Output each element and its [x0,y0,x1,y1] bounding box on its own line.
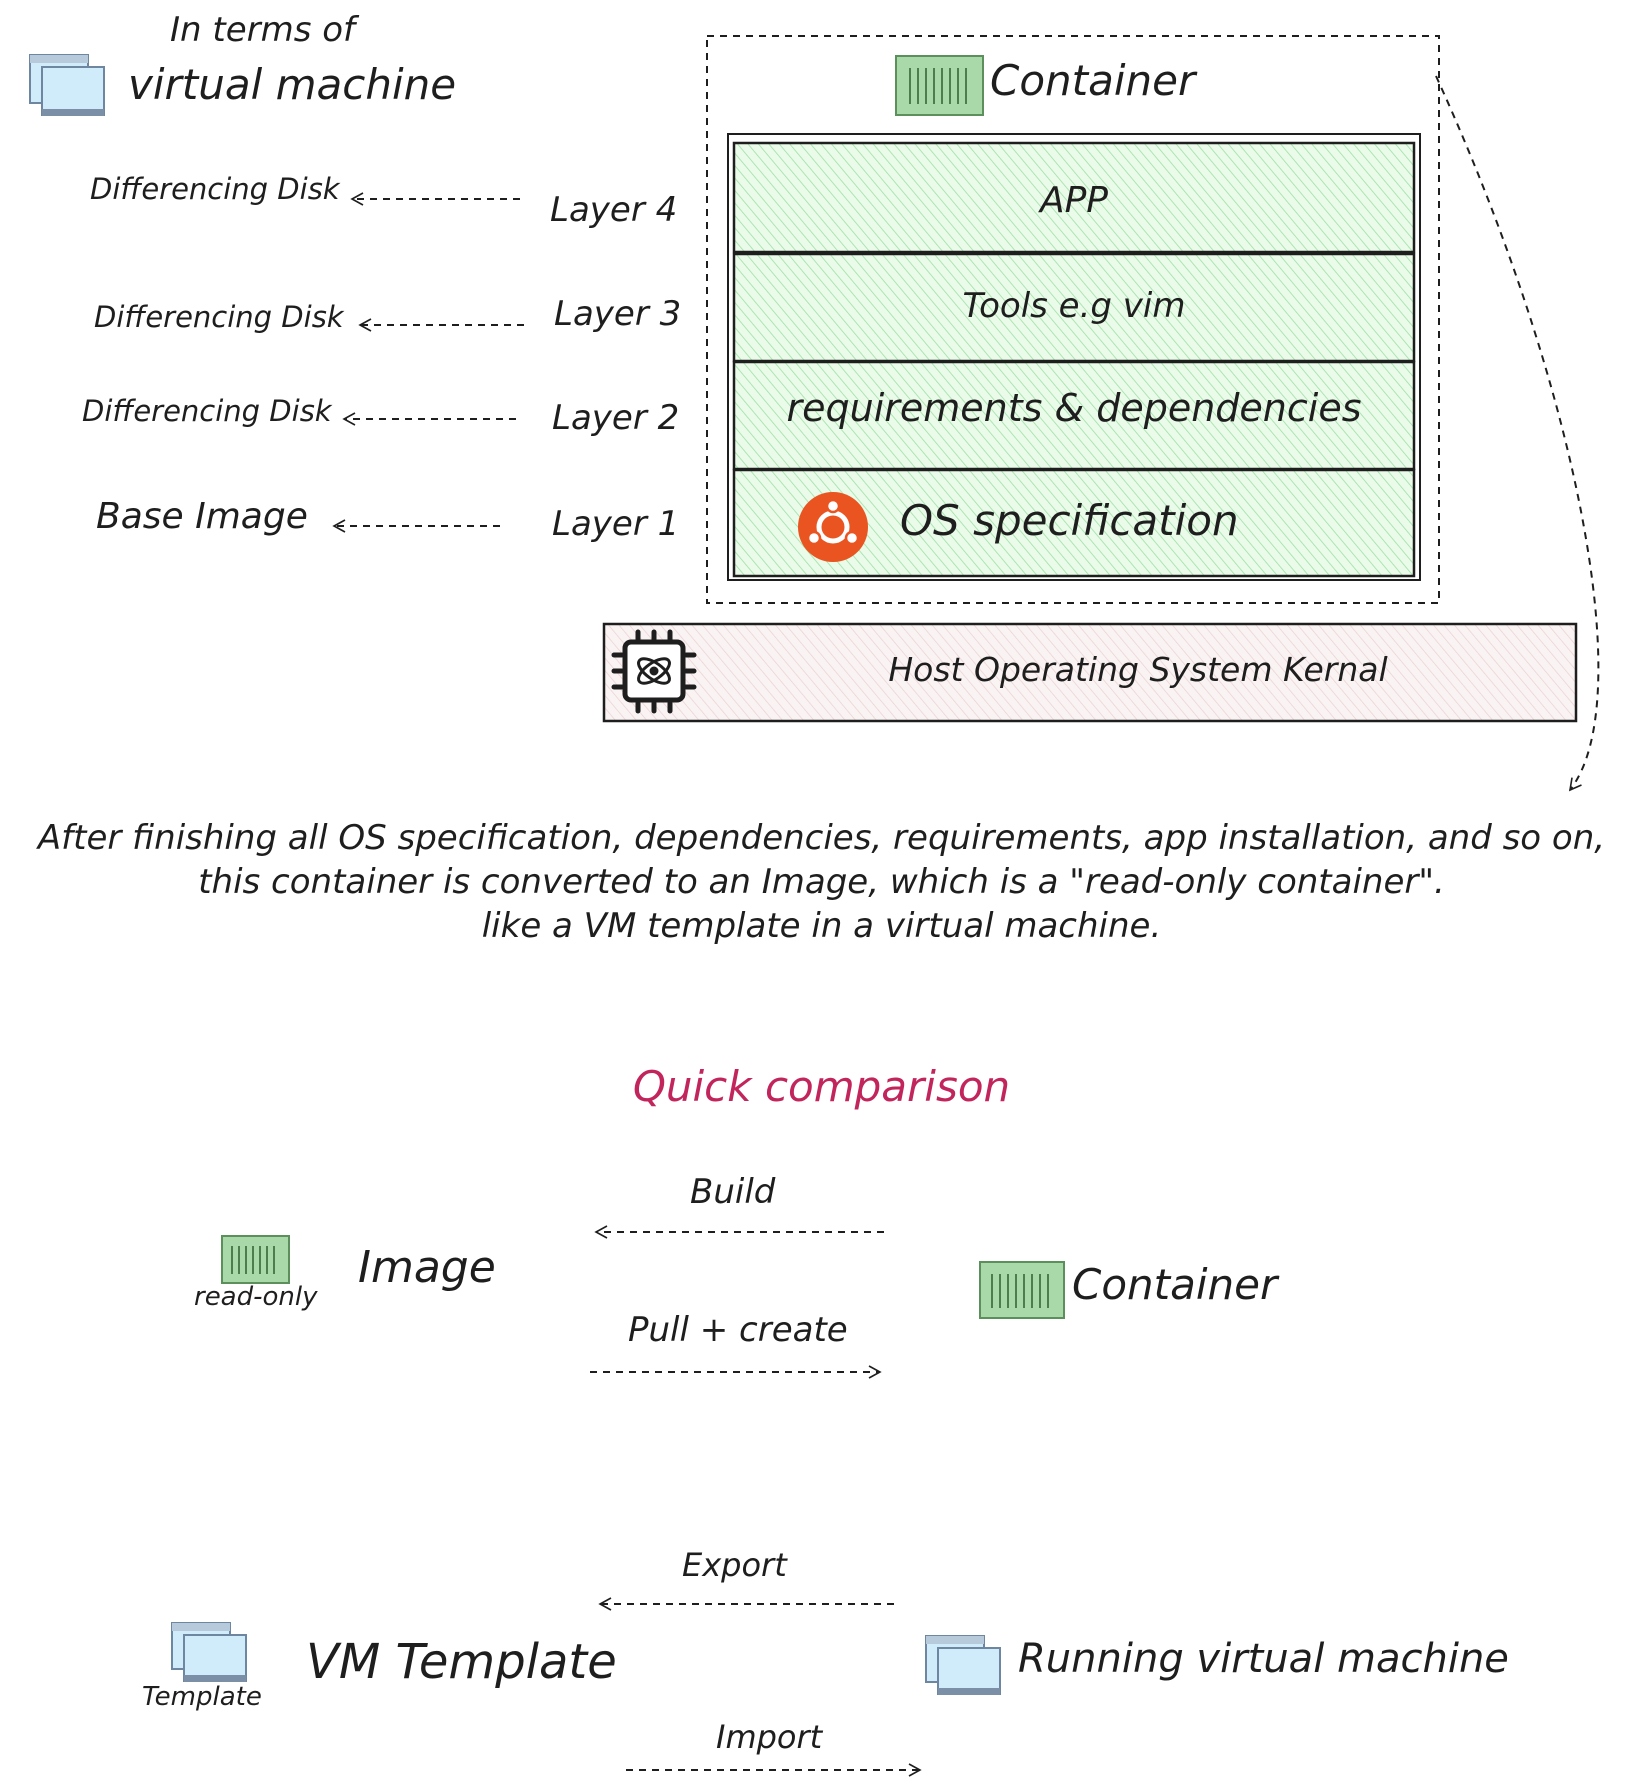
vm-template-icon [171,1622,247,1682]
layer-box-app [732,141,1416,254]
image-label: Image [358,1242,496,1293]
vm-mapping-label: Differencing Disk [90,172,340,206]
vm-windows-icon [29,54,105,116]
vm-mapping-label: Differencing Disk [94,300,344,334]
description-line: After finishing all OS specification, de… [37,818,1606,858]
host-kernel-label: Host Operating System Kernal [888,650,1388,689]
layer-text-app: APP [1039,180,1109,221]
layer-label: Layer 2 [552,398,680,438]
image-container-icon [221,1235,290,1284]
container-shipping-icon [895,55,984,116]
export-label: Export [682,1546,787,1584]
vm-template-label: VM Template [306,1634,617,1690]
template-badge: Template [142,1682,262,1712]
layer-text-requirements: requirements & dependencies [786,386,1362,430]
layer-text-tools: Tools e.g vim [962,286,1186,326]
container-label: Container [1072,1260,1278,1309]
cpu-kernel-icon [611,629,697,714]
layer-label: Layer 4 [550,190,678,230]
description-line: like a VM template in a virtual machine. [481,906,1162,946]
image-badge: read-only [194,1282,318,1312]
host-kernel-bar [602,622,1578,723]
vm-mapping-label: Differencing Disk [82,394,332,428]
comparison-container-icon [979,1261,1065,1319]
vm-heading-line2: virtual machine [128,60,457,109]
layer-box-tools [732,252,1416,363]
vm-mapping-label: Base Image [96,496,308,537]
container-title: Container [990,56,1196,105]
layer-label: Layer 1 [552,504,680,544]
layer-box-requirements [732,360,1416,471]
quick-comparison-title: Quick comparison [632,1062,1011,1111]
layer-text-os: OS specification [900,496,1239,545]
vm-heading-line1: In terms of [170,10,356,50]
layer-stack-frame [727,133,1421,581]
running-vm-label: Running virtual machine [1018,1636,1509,1682]
convert-arrow [1435,75,1600,792]
container-boundary [706,35,1440,604]
description-line: this container is converted to an Image,… [198,862,1445,902]
ubuntu-logo-icon [798,492,868,562]
import-label: Import [716,1718,823,1756]
running-vm-icon [925,1635,1001,1695]
build-label: Build [690,1172,776,1212]
pull-create-label: Pull + create [628,1310,848,1350]
layer-label: Layer 3 [554,294,682,334]
